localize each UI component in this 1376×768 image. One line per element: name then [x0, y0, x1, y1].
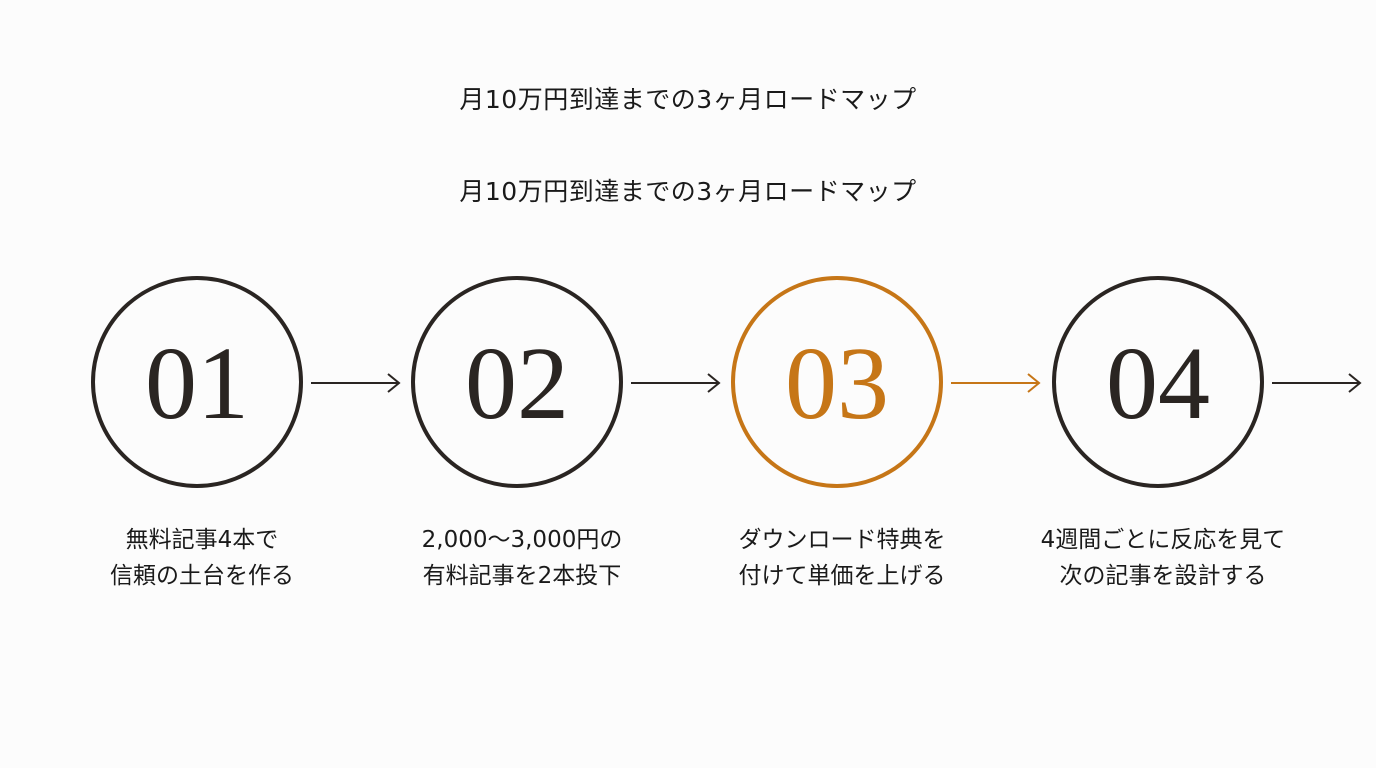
step-number: 03	[785, 326, 889, 441]
arrow-right-icon	[951, 373, 1041, 393]
step-number: 02	[465, 326, 569, 441]
step-line-2: 信頼の土台を作る	[110, 563, 294, 589]
arrow-right-icon	[1272, 373, 1362, 393]
step-description-02: 2,000〜3,000円の 有料記事を2本投下	[372, 522, 672, 594]
roadmap-title: 月10万円到達までの3ヶ月ロードマップ	[459, 85, 917, 114]
step-description-03: ダウンロード特典を 付けて単価を上げる	[692, 522, 992, 594]
roadmap-subtitle: 月10万円到達までの3ヶ月ロードマップ	[459, 177, 917, 206]
step-line-1: 無料記事4本で	[125, 527, 279, 553]
arrow-right-icon	[311, 373, 401, 393]
step-line-2: 有料記事を2本投下	[422, 563, 622, 589]
step-line-1: 4週間ごとに反応を見て	[1040, 527, 1286, 553]
step-circle-01: 01	[91, 276, 303, 488]
step-line-1: 2,000〜3,000円の	[421, 527, 623, 553]
step-description-01: 無料記事4本で 信頼の土台を作る	[52, 522, 352, 594]
arrow-right-icon	[631, 373, 721, 393]
step-number: 01	[145, 326, 249, 441]
step-number: 04	[1106, 326, 1210, 441]
step-circle-04: 04	[1052, 276, 1264, 488]
step-description-04: 4週間ごとに反応を見て 次の記事を設計する	[1013, 522, 1313, 594]
step-line-1: ダウンロード特典を	[738, 527, 946, 553]
step-circle-02: 02	[411, 276, 623, 488]
step-circle-03: 03	[731, 276, 943, 488]
step-line-2: 付けて単価を上げる	[738, 563, 946, 589]
step-line-2: 次の記事を設計する	[1059, 563, 1267, 589]
